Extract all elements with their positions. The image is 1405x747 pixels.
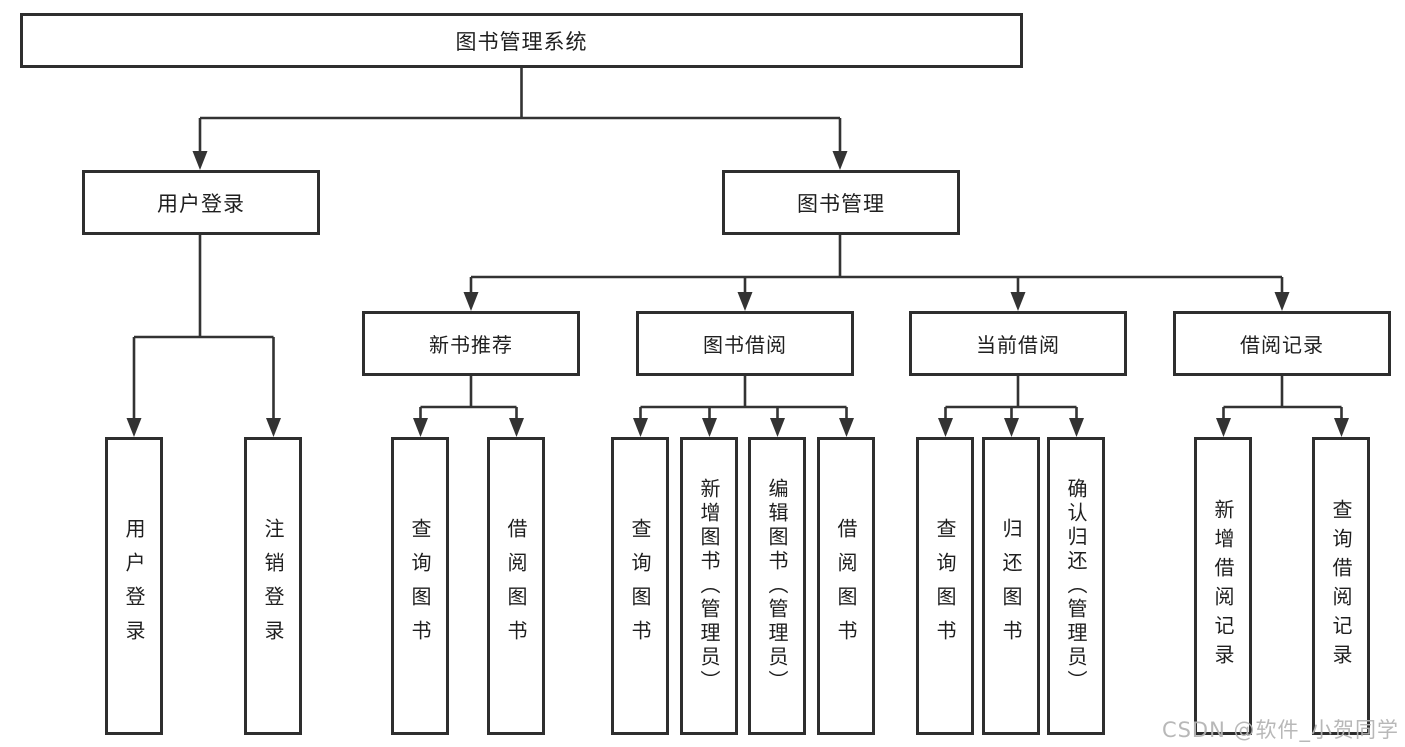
node-book-borrow: 图书借阅 (636, 311, 854, 376)
node-user-login-branch: 用户登录 (82, 170, 320, 235)
node-label: 借阅图书 (834, 518, 858, 654)
node-label: 新书推荐 (429, 333, 513, 357)
arrowhead-user-login-branch (192, 151, 208, 170)
node-label: 新增图书（管理员） (697, 478, 721, 694)
csdn-watermark: CSDN @软件_小贺同学 (1161, 718, 1399, 742)
node-leaf-borrow-book-2: 借阅图书 (817, 437, 875, 735)
node-new-book-recommend: 新书推荐 (362, 311, 580, 376)
arrowhead-mid-borrow-record (1274, 292, 1290, 311)
node-label: 查询图书 (628, 518, 652, 654)
node-leaf-add-borrow-record: 新增借阅记录 (1194, 437, 1252, 735)
node-leaf-query-borrow-record: 查询借阅记录 (1312, 437, 1370, 735)
node-current-borrow: 当前借阅 (909, 311, 1127, 376)
node-leaf-query-book-2: 查询图书 (611, 437, 669, 735)
node-leaf-query-book-3: 查询图书 (916, 437, 974, 735)
connector-new-book-to-leaves (419, 376, 518, 421)
node-leaf-logout: 注销登录 (244, 437, 302, 735)
node-label: 新增借阅记录 (1211, 499, 1235, 673)
node-root-system: 图书管理系统 (20, 13, 1023, 68)
node-label: 查询图书 (933, 518, 957, 654)
node-label: 归还图书 (999, 518, 1023, 654)
node-label: 查询借阅记录 (1329, 499, 1353, 673)
arrowhead-leaf-edit-book (770, 418, 785, 437)
connector-borrow-record-to-leaves (1222, 376, 1343, 421)
node-label: 借阅图书 (504, 518, 528, 654)
arrowhead-leaf-query-book-2 (633, 418, 648, 437)
arrowhead-leaf-user-login (126, 418, 142, 437)
connector-root-to-level2 (198, 68, 842, 154)
arrowhead-mid-new-book (463, 292, 479, 311)
node-leaf-return-book: 归还图书 (982, 437, 1040, 735)
arrowhead-leaf-logout (266, 418, 281, 437)
node-label: 编辑图书（管理员） (765, 478, 789, 694)
node-label: 注销登录 (261, 518, 285, 654)
node-label: 当前借阅 (976, 333, 1060, 357)
arrowhead-leaf-query-record (1334, 418, 1349, 437)
arrowhead-leaf-borrow-book-2 (839, 418, 854, 437)
arrowhead-leaf-add-book (702, 418, 717, 437)
node-leaf-add-book-admin: 新增图书（管理员） (680, 437, 738, 735)
arrowhead-leaf-return-book (1004, 418, 1019, 437)
node-leaf-confirm-return-admin: 确认归还（管理员） (1047, 437, 1105, 735)
arrowhead-leaf-confirm-return (1069, 418, 1084, 437)
arrowhead-book-mgmt-branch (832, 151, 848, 170)
node-label: 图书借阅 (703, 333, 787, 357)
node-label: 用户登录 (157, 191, 245, 216)
node-label: 用户登录 (122, 518, 146, 654)
arrowhead-leaf-query-book-1 (413, 418, 428, 437)
node-leaf-edit-book-admin: 编辑图书（管理员） (748, 437, 806, 735)
node-label: 借阅记录 (1240, 333, 1324, 357)
node-leaf-user-login: 用户登录 (105, 437, 163, 735)
node-leaf-borrow-book-1: 借阅图书 (487, 437, 545, 735)
connector-book-borrow-to-leaves (639, 376, 848, 421)
node-leaf-query-book-1: 查询图书 (391, 437, 449, 735)
node-label: 确认归还（管理员） (1064, 478, 1088, 694)
arrowhead-mid-current-borrow (1010, 292, 1026, 311)
connector-book-mgmt-to-mid (469, 235, 1284, 295)
node-label: 查询图书 (408, 518, 432, 654)
arrowhead-leaf-add-record (1216, 418, 1231, 437)
node-label: 图书管理系统 (455, 29, 588, 54)
arrowhead-mid-book-borrow (737, 292, 753, 311)
node-label: 图书管理 (797, 191, 885, 216)
arrowhead-leaf-borrow-book-1 (509, 418, 524, 437)
node-borrow-record: 借阅记录 (1173, 311, 1391, 376)
node-book-mgmt-branch: 图书管理 (722, 170, 960, 235)
connector-user-login-to-leaves (132, 235, 275, 421)
connector-current-borrow-to-leaves (944, 376, 1078, 421)
arrowhead-leaf-query-book-3 (938, 418, 953, 437)
